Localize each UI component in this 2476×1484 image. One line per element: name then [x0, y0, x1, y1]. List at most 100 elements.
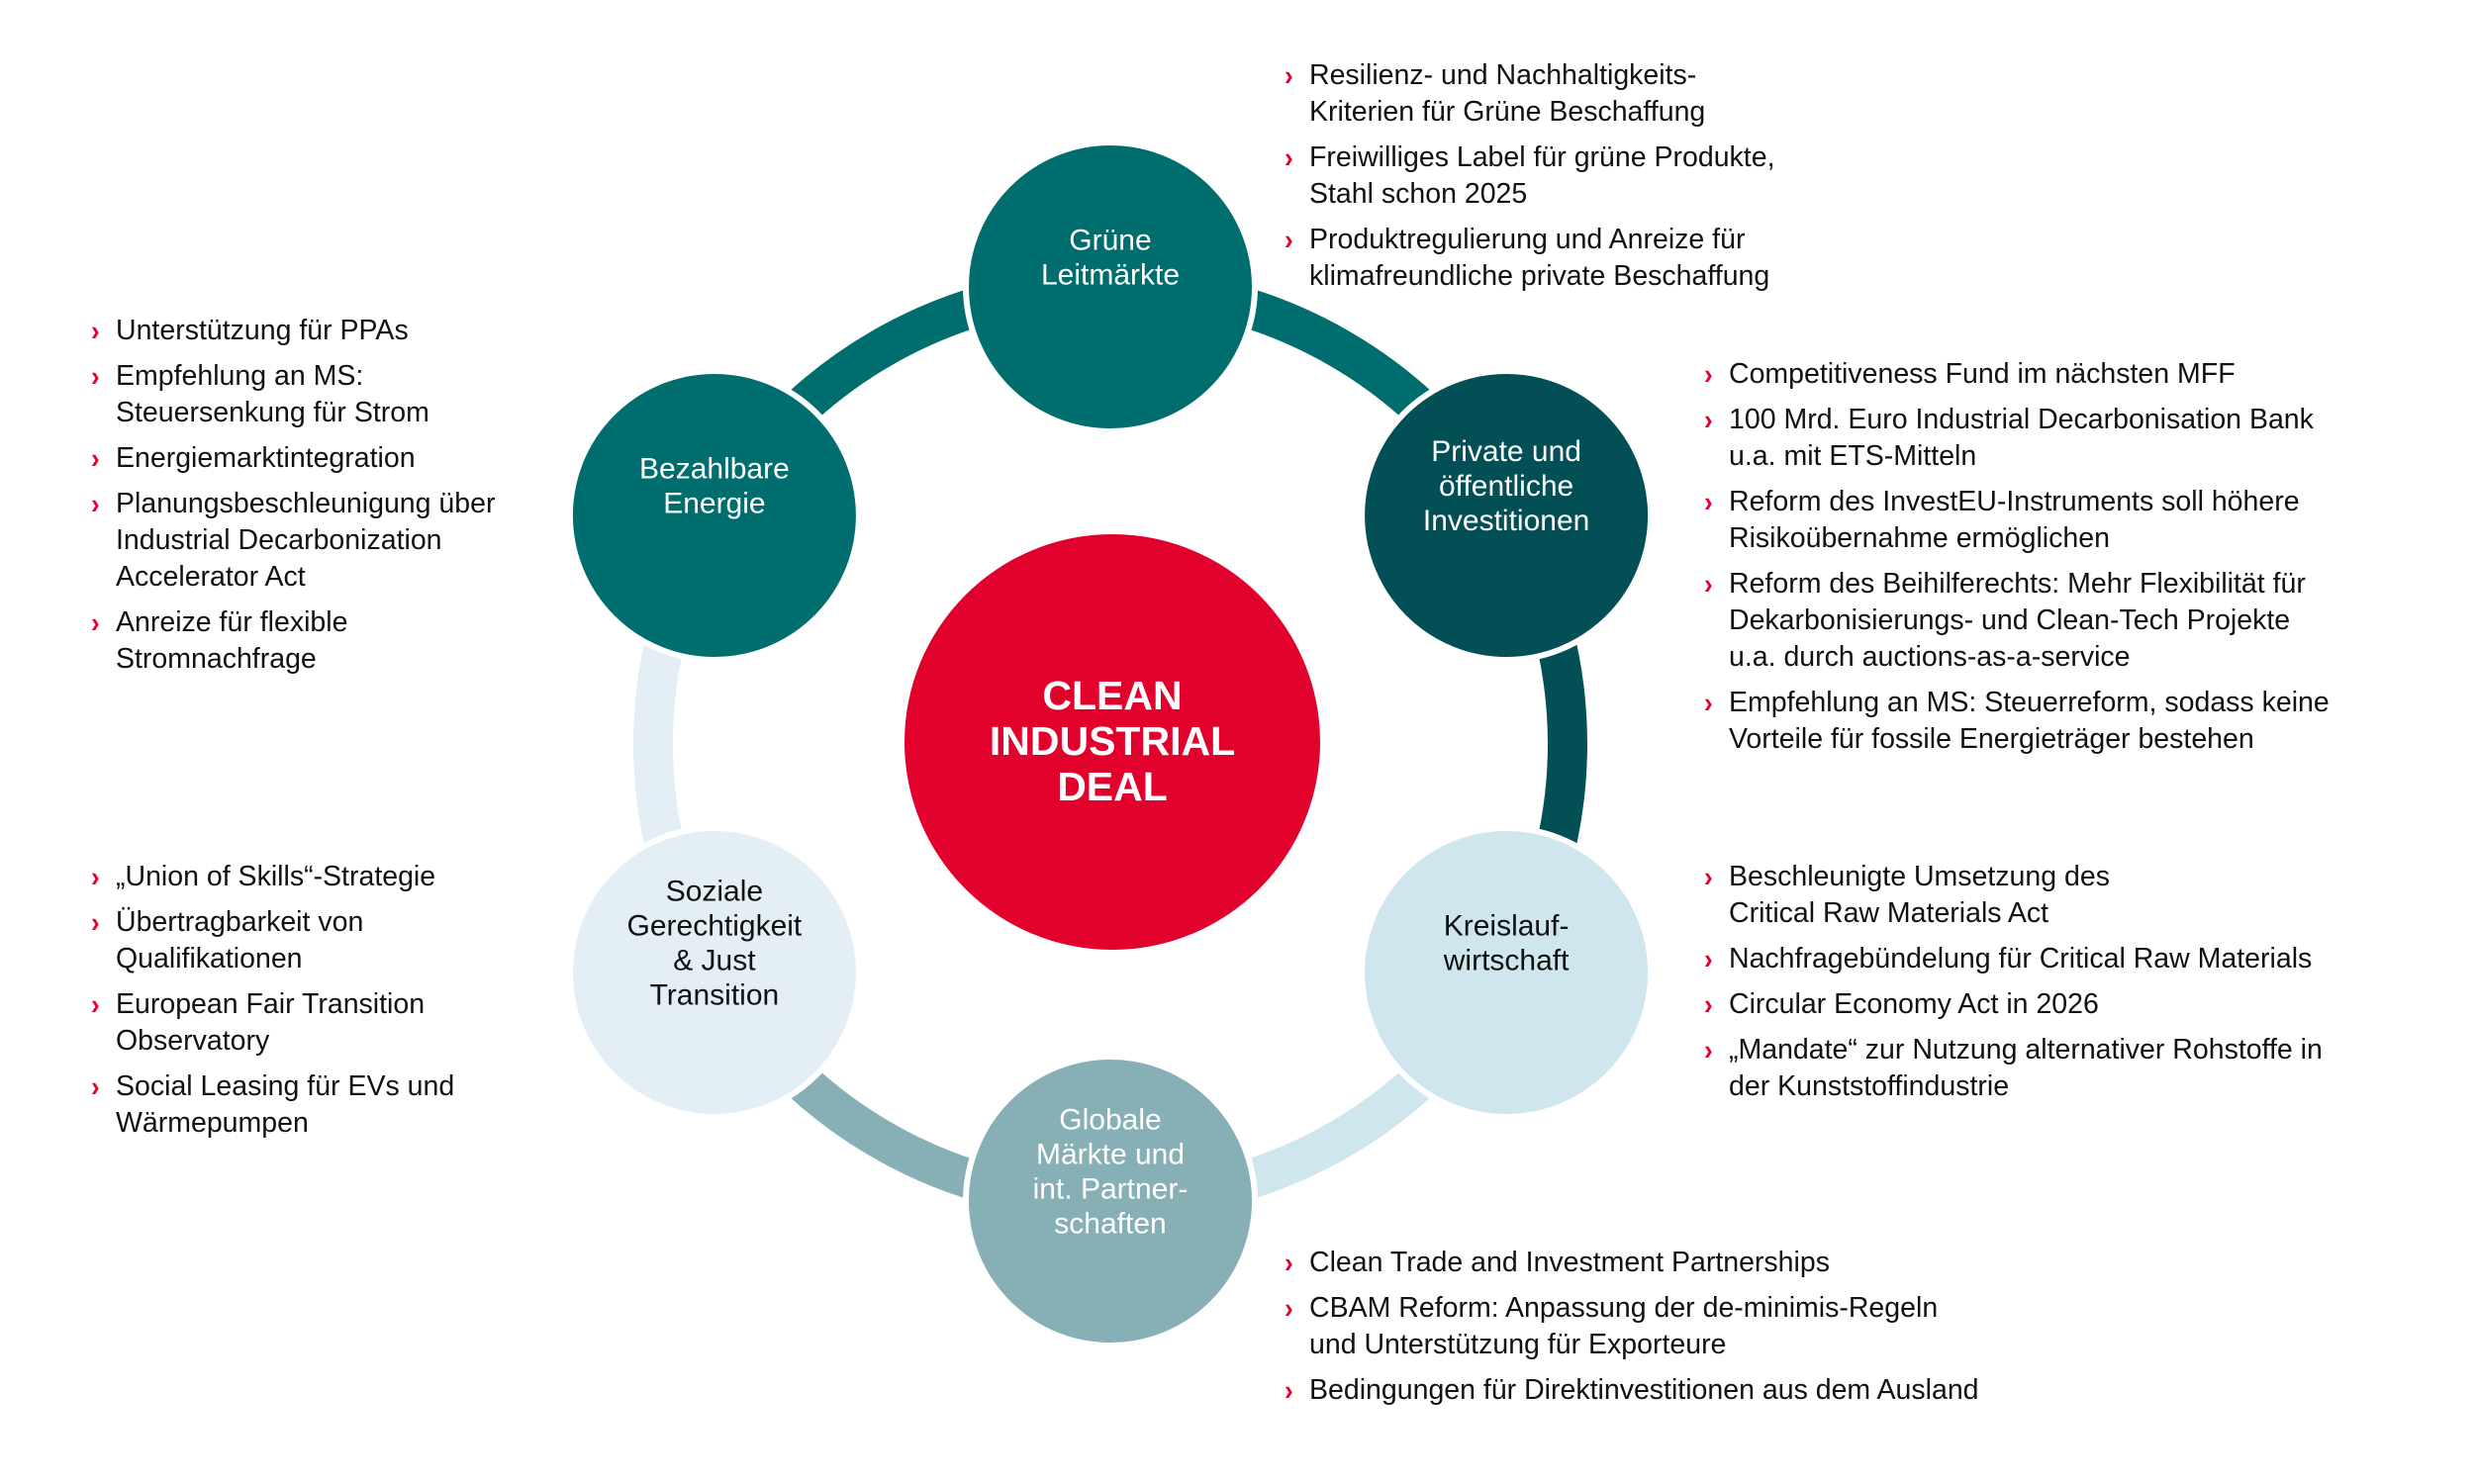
- list-private-investitionen: › Competitiveness Fund im nächsten MFF › 10…: [1704, 356, 2330, 767]
- list-soziale-gerechtigkeit: › „Union of Skills“-Strategie › Übertragbar…: [91, 859, 454, 1151]
- list-item-text: European Fair Transition Observatory: [116, 988, 426, 1057]
- chevron-right-icon: ›: [91, 1069, 100, 1103]
- list-item: › Unterstützung für PPAs: [91, 313, 495, 349]
- list-item-text: Energiemarktintegration: [116, 442, 416, 474]
- pillar-circle: [1359, 825, 1655, 1120]
- list-item-text: 100 Mrd. Euro Industrial Decarbonisation…: [1729, 404, 2314, 472]
- list-item-text: Reform des InvestEU-Instruments soll höh…: [1729, 486, 2300, 554]
- list-item: › Bedingungen für Direktinvestitionen aus…: [1285, 1372, 1979, 1409]
- chevron-right-icon: ›: [91, 314, 100, 347]
- pillar-circle: [566, 368, 862, 663]
- chevron-right-icon: ›: [1285, 223, 1293, 256]
- list-item-text: Nachfragebündelung für Critical Raw Mate…: [1729, 943, 2313, 974]
- chevron-right-icon: ›: [91, 905, 100, 939]
- list-item: › Übertragbarkeit von Qualifikationen: [91, 904, 454, 977]
- list-item: › 100 Mrd. Euro Industrial Decarbonisatio…: [1704, 402, 2330, 475]
- list-item-text: Übertragbarkeit von Qualifikationen: [116, 906, 364, 974]
- list-item-text: Reform des Beihilferechts: Mehr Flexibil…: [1729, 568, 2306, 673]
- list-item: › „Mandate“ zur Nutzung alternativer Rohs…: [1704, 1032, 2323, 1105]
- list-item-text: Competitiveness Fund im nächsten MFF: [1729, 358, 2236, 390]
- list-item: › Produktregulierung und Anreize für klim…: [1285, 222, 1775, 295]
- list-item-text: Freiwilliges Label für grüne Produkte, S…: [1309, 141, 1775, 210]
- list-item: › Planungsbeschleunigung über Industrial …: [91, 486, 495, 596]
- list-kreislaufwirtschaft: ›Beschleunigte Umsetzung des Critical Ra…: [1704, 859, 2323, 1114]
- chevron-right-icon: ›: [91, 987, 100, 1021]
- chevron-right-icon: ›: [1285, 1246, 1293, 1279]
- chevron-right-icon: ›: [1704, 860, 1713, 893]
- list-item: › Empfehlung an MS: Steuersenkung für Str…: [91, 358, 495, 431]
- center-circle: [905, 534, 1320, 950]
- list-item: › Reform des Beihilferechts: Mehr Flexibi…: [1704, 566, 2330, 676]
- pillar-label: Kreislauf-wirtschaft: [1443, 910, 1570, 977]
- pillar-circle: [963, 1054, 1258, 1348]
- list-item: › Nachfragebündelung für Critical Raw Mat…: [1704, 941, 2323, 977]
- list-item-text: Clean Trade and Investment Partnerships: [1309, 1247, 1830, 1278]
- chevron-right-icon: ›: [91, 860, 100, 893]
- list-item: › Reform des InvestEU-Instruments soll hö…: [1704, 484, 2330, 557]
- list-item: › CBAM Reform: Anpassung der de-minimis-R…: [1285, 1290, 1979, 1363]
- list-gruene-leitmaerkte: › Resilienz- und Nachhaltigkeits- Kriteri…: [1285, 57, 1775, 304]
- chevron-right-icon: ›: [1704, 567, 1713, 601]
- list-item: › Circular Economy Act in 2026: [1704, 986, 2323, 1023]
- chevron-right-icon: ›: [1704, 403, 1713, 436]
- list-item: › Resilienz- und Nachhaltigkeits- Kriteri…: [1285, 57, 1775, 131]
- list-item: › Empfehlung an MS: Steuerreform, sodass …: [1704, 685, 2330, 758]
- pillar-circle: [1359, 368, 1655, 663]
- list-item: › „Union of Skills“-Strategie: [91, 859, 454, 895]
- list-item: › Competitiveness Fund im nächsten MFF: [1704, 356, 2330, 393]
- list-item: › Energiemarktintegration: [91, 440, 495, 477]
- list-bezahlbare-energie: › Unterstützung für PPAs › Empfehlung an MS…: [91, 313, 495, 687]
- list-item: › European Fair Transition Observatory: [91, 986, 454, 1060]
- list-item-text: Anreize für flexible Stromnachfrage: [116, 606, 348, 675]
- list-globale-maerkte: › Clean Trade and Investment Partnerships…: [1285, 1245, 1979, 1418]
- chevron-right-icon: ›: [1704, 987, 1713, 1021]
- chevron-right-icon: ›: [1285, 58, 1293, 92]
- list-item: ›Beschleunigte Umsetzung des Critical Ra…: [1704, 859, 2323, 932]
- chevron-right-icon: ›: [1704, 357, 1713, 391]
- list-item-text: Empfehlung an MS: Steuerreform, sodass k…: [1729, 687, 2330, 755]
- chevron-right-icon: ›: [1285, 1373, 1293, 1407]
- list-item: › Clean Trade and Investment Partnerships: [1285, 1245, 1979, 1281]
- chevron-right-icon: ›: [1285, 140, 1293, 174]
- list-item: › Freiwilliges Label für grüne Produkte, …: [1285, 139, 1775, 213]
- chevron-right-icon: ›: [91, 487, 100, 520]
- chevron-right-icon: ›: [1285, 1291, 1293, 1325]
- chevron-right-icon: ›: [91, 441, 100, 475]
- pillar-circle: [566, 825, 862, 1120]
- list-item: › Social Leasing für EVs und Wärmepumpen: [91, 1068, 454, 1142]
- chevron-right-icon: ›: [1704, 485, 1713, 518]
- list-item-text: Unterstützung für PPAs: [116, 315, 409, 346]
- list-item-text: Empfehlung an MS: Steuersenkung für Stro…: [116, 360, 429, 428]
- list-item: › Anreize für flexible Stromnachfrage: [91, 604, 495, 678]
- list-item-text: Planungsbeschleunigung über Industrial D…: [116, 488, 496, 593]
- list-item-text: „Union of Skills“-Strategie: [116, 861, 436, 892]
- list-item-text: Produktregulierung und Anreize für klima…: [1309, 224, 1770, 292]
- chevron-right-icon: ›: [1704, 942, 1713, 975]
- list-item-text: CBAM Reform: Anpassung der de-minimis-Re…: [1309, 1292, 1939, 1360]
- list-item-text: Circular Economy Act in 2026: [1729, 988, 2099, 1020]
- list-item-text: „Mandate“ zur Nutzung alternativer Rohst…: [1729, 1034, 2323, 1102]
- list-item-text: Bedingungen für Direktinvestitionen aus …: [1309, 1374, 1979, 1406]
- pillar-circle: [963, 139, 1258, 434]
- chevron-right-icon: ›: [91, 605, 100, 639]
- list-item-text: Social Leasing für EVs und Wärmepumpen: [116, 1070, 455, 1139]
- chevron-right-icon: ›: [1704, 686, 1713, 719]
- chevron-right-icon: ›: [1704, 1033, 1713, 1067]
- chevron-right-icon: ›: [91, 359, 100, 393]
- list-item-text: Resilienz- und Nachhaltigkeits- Kriterie…: [1309, 59, 1706, 128]
- pillar-node-kreislaufwirtschaft[interactable]: Kreislauf-wirtschaft: [1359, 825, 1655, 1120]
